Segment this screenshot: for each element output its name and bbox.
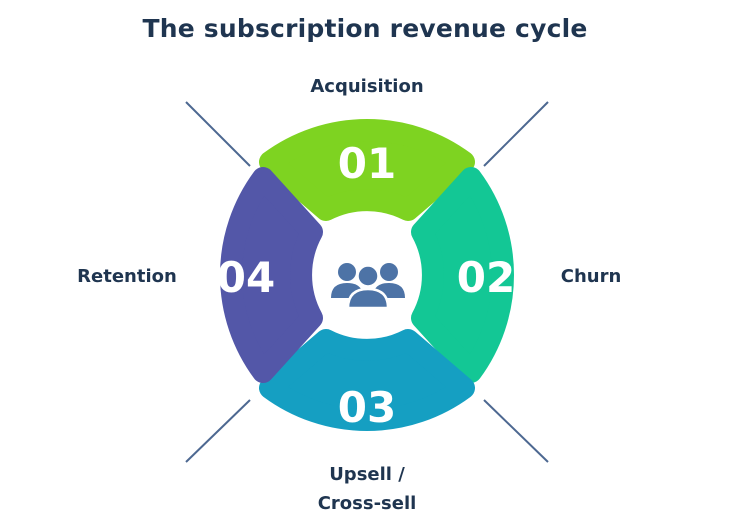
segment-retention: [220, 167, 323, 383]
users-group-icon: [331, 263, 405, 310]
label-upsell-line2: Cross-sell: [317, 493, 417, 514]
segment-upsell: [259, 329, 475, 431]
label-upsell-line1: Upsell /: [329, 464, 405, 485]
diagonal-line-bottom-left: [185, 399, 251, 463]
label-churn: Churn: [560, 266, 622, 287]
diagonal-line-top-right: [483, 101, 549, 167]
segment-churn: [411, 167, 514, 383]
segment-acquisition: [259, 119, 475, 221]
label-acquisition: Acquisition: [310, 76, 424, 97]
segment-number-03: 03: [338, 383, 396, 432]
diagonal-line-bottom-right: [483, 399, 549, 463]
diagonal-line-top-left: [185, 101, 251, 167]
segment-number-01: 01: [338, 139, 396, 188]
segment-number-02: 02: [457, 253, 515, 302]
diagram-title: The subscription revenue cycle: [142, 14, 588, 43]
segment-number-04: 04: [217, 253, 275, 302]
label-retention: Retention: [77, 266, 177, 287]
